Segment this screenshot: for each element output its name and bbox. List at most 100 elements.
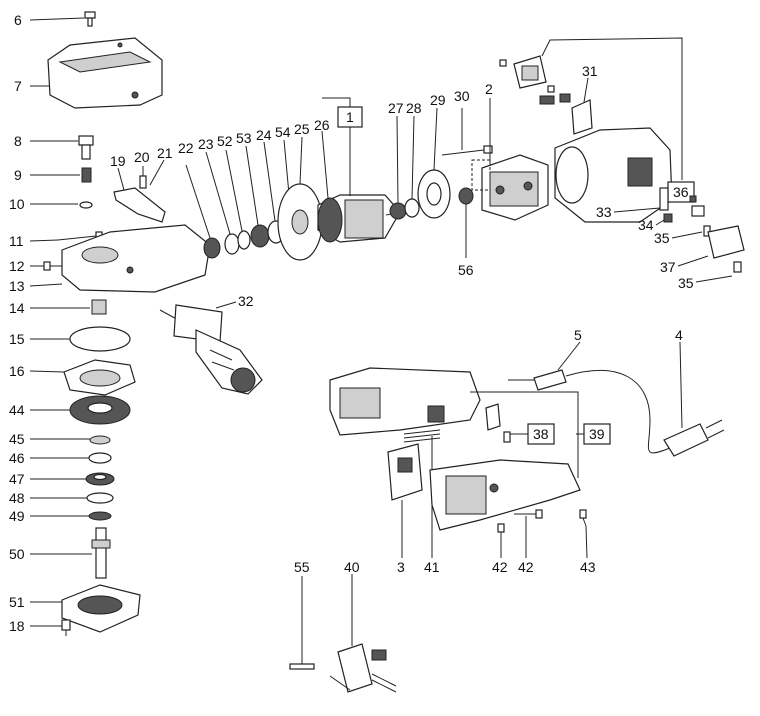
part-motor-housing [554, 127, 673, 223]
label-36: 36 [673, 184, 689, 200]
label-4: 4 [675, 327, 683, 343]
part-top-cover-plate [499, 55, 555, 105]
label-35-a: 35 [654, 230, 670, 246]
label-11: 11 [9, 233, 24, 249]
label-7: 7 [14, 78, 22, 94]
label-1: 1 [346, 109, 354, 125]
label-44: 44 [9, 402, 25, 418]
label-2: 2 [485, 81, 493, 97]
label-55: 55 [294, 559, 310, 575]
label-26: 26 [314, 117, 330, 133]
label-28: 28 [406, 100, 422, 116]
part-50-spindle [91, 527, 111, 579]
part-4-plug [663, 419, 725, 457]
label-51: 51 [9, 594, 25, 610]
label-41: 41 [424, 559, 440, 575]
part-15-disc [69, 326, 131, 352]
part-13-gear-housing [61, 224, 211, 293]
box-38 [527, 423, 555, 445]
part-46-ring [88, 452, 112, 464]
part-52-ring [237, 230, 251, 250]
label-27: 27 [388, 100, 404, 116]
part-20-screw [139, 175, 147, 189]
label-21: 21 [157, 145, 173, 161]
part-16-flange-plate [63, 359, 136, 396]
part-42-screw-a [497, 523, 505, 544]
part-38-lever [485, 403, 511, 443]
part-14-bushing [91, 299, 107, 315]
part-3-switch [387, 443, 423, 501]
part-49-ring [88, 511, 112, 521]
part-29-washer [417, 169, 451, 219]
label-19: 19 [110, 153, 126, 169]
part-26-armature [317, 194, 403, 243]
label-29: 29 [430, 92, 446, 108]
box-1 [337, 106, 363, 128]
label-30: 30 [454, 88, 470, 104]
part-41-wires [403, 429, 441, 443]
part-8-bolt [78, 135, 94, 160]
label-49: 49 [9, 508, 25, 524]
part-handle-shell-upper [329, 367, 481, 436]
label-40: 40 [344, 559, 360, 575]
part-30-pin [441, 145, 493, 156]
label-14: 14 [9, 300, 25, 316]
part-10-ring [79, 201, 93, 209]
part-42-screw-b [514, 509, 543, 519]
label-39: 39 [589, 426, 605, 442]
label-22: 22 [178, 140, 194, 156]
part-22-bearing [203, 237, 221, 259]
part-5-cable-sleeve [508, 369, 567, 391]
label-10: 10 [9, 196, 25, 212]
label-52: 52 [217, 133, 233, 149]
label-56: 56 [458, 262, 474, 278]
part-6-screw [84, 11, 96, 27]
label-23: 23 [198, 136, 214, 152]
part-brush [689, 195, 705, 217]
part-labels: 6 7 8 9 10 11 12 13 14 15 16 44 45 46 47… [9, 12, 694, 634]
label-3: 3 [397, 559, 405, 575]
label-53: 53 [236, 130, 252, 146]
label-15: 15 [9, 331, 25, 347]
label-9: 9 [14, 167, 22, 183]
part-43-screw [579, 509, 587, 527]
part-handle-shell-lower [429, 459, 581, 531]
part-28-ring [404, 198, 420, 218]
part-7-top-cover [47, 37, 163, 109]
part-31-brush-holder [559, 93, 593, 135]
part-37-brush-cap [707, 225, 745, 259]
part-45-washer [89, 435, 111, 445]
part-51-bearing-flange [61, 584, 141, 633]
label-31: 31 [582, 63, 598, 79]
label-25: 25 [294, 121, 310, 137]
part-23-ring [224, 233, 240, 255]
label-34: 34 [638, 217, 654, 233]
part-44-bevel-gear [69, 395, 131, 425]
part-12-screw [43, 261, 64, 271]
part-25-fan [277, 183, 323, 261]
part-9-spring [81, 167, 92, 183]
label-5: 5 [574, 327, 582, 343]
part-18-screw [61, 619, 71, 636]
label-43: 43 [580, 559, 596, 575]
part-19-bracket [113, 187, 166, 223]
label-42-b: 42 [518, 559, 534, 575]
label-38: 38 [533, 426, 549, 442]
part-55-pin [289, 576, 315, 670]
label-48: 48 [9, 490, 25, 506]
label-18: 18 [9, 618, 25, 634]
part-53-bearing [250, 224, 270, 248]
label-50: 50 [9, 546, 25, 562]
label-16: 16 [9, 363, 25, 379]
label-47: 47 [9, 471, 25, 487]
label-20: 20 [134, 149, 150, 165]
label-46: 46 [9, 450, 25, 466]
label-54: 54 [275, 124, 291, 140]
part-33-plate [659, 187, 669, 211]
label-24: 24 [256, 127, 272, 143]
label-32: 32 [238, 293, 254, 309]
box-39 [583, 423, 611, 445]
part-47-bearing [85, 472, 115, 486]
label-12: 12 [9, 258, 25, 274]
label-42-a: 42 [492, 559, 508, 575]
